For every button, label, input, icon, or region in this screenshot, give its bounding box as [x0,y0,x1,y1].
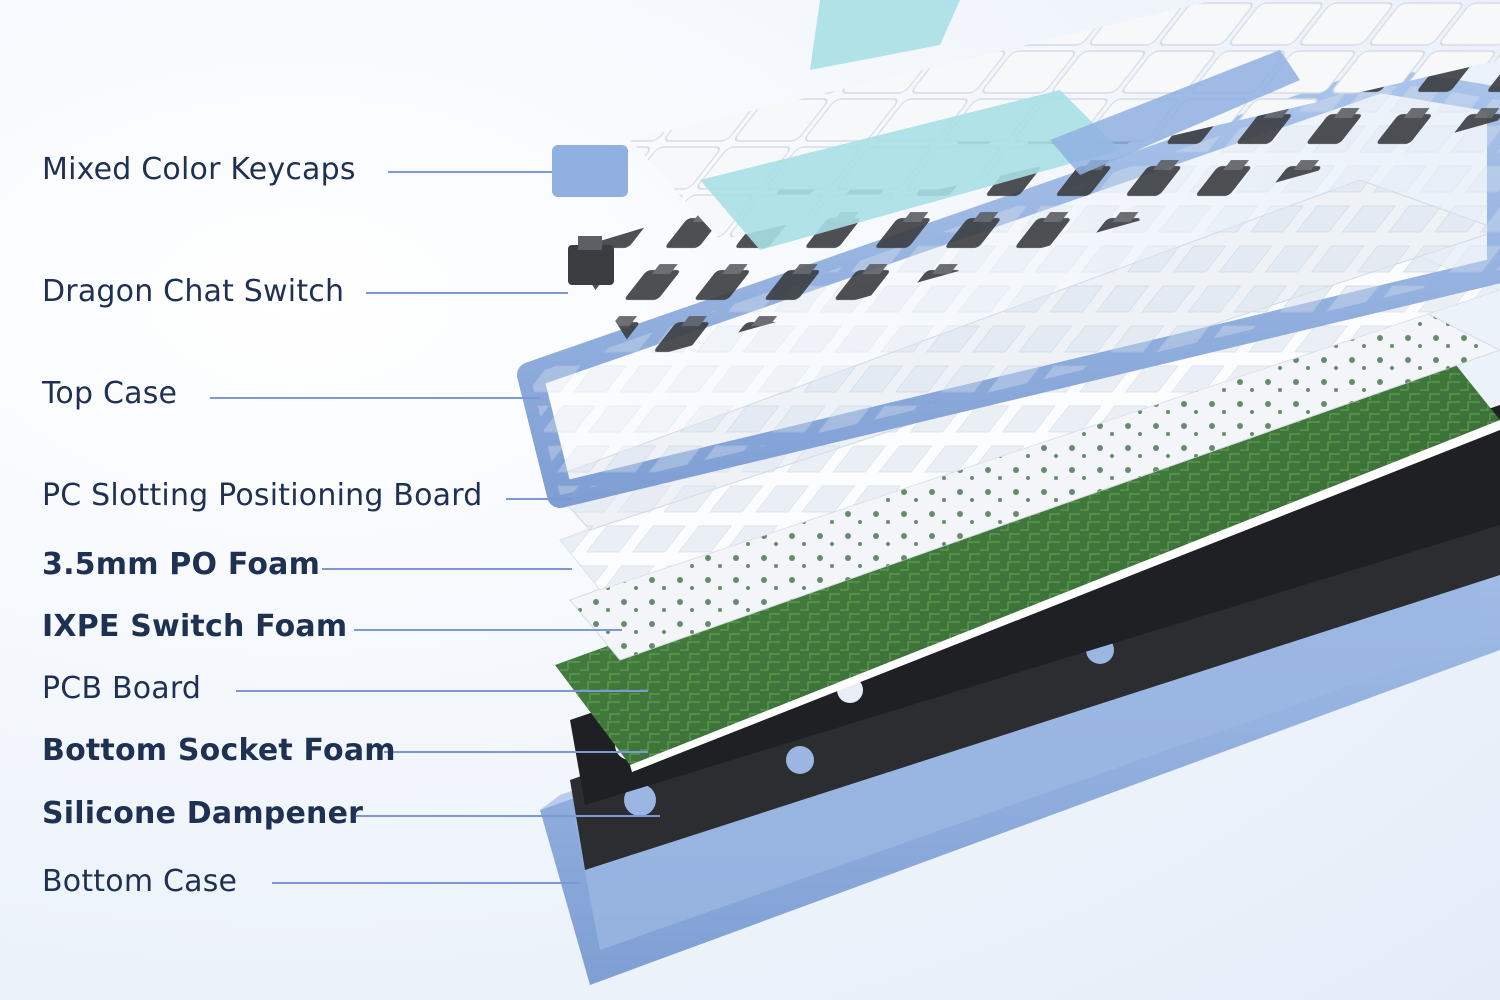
label-bottom-case: Bottom Case [42,864,238,899]
component-labels: Mixed Color Keycaps Dragon Chat Switch T… [0,0,620,1000]
leader-lines [210,171,660,884]
label-pcb-board: PCB Board [42,671,202,706]
switch-sample [568,245,614,285]
label-mixed-color-keycaps: Mixed Color Keycaps [42,152,356,187]
esc-keycap [552,145,628,197]
pcb-board [555,345,1500,772]
label-ixpe-switch-foam: IXPE Switch Foam [42,609,348,644]
label-dragon-chat-switch: Dragon Chat Switch [42,274,345,309]
label-top-case: Top Case [42,376,178,411]
mixed-color-keycaps [552,0,1500,250]
label-silicone-dampener: Silicone Dampener [42,796,364,831]
label-pc-positioning-board: PC Slotting Positioning Board [42,478,483,513]
label-po-foam: 3.5mm PO Foam [42,547,321,582]
label-bottom-socket-foam: Bottom Socket Foam [42,733,396,768]
